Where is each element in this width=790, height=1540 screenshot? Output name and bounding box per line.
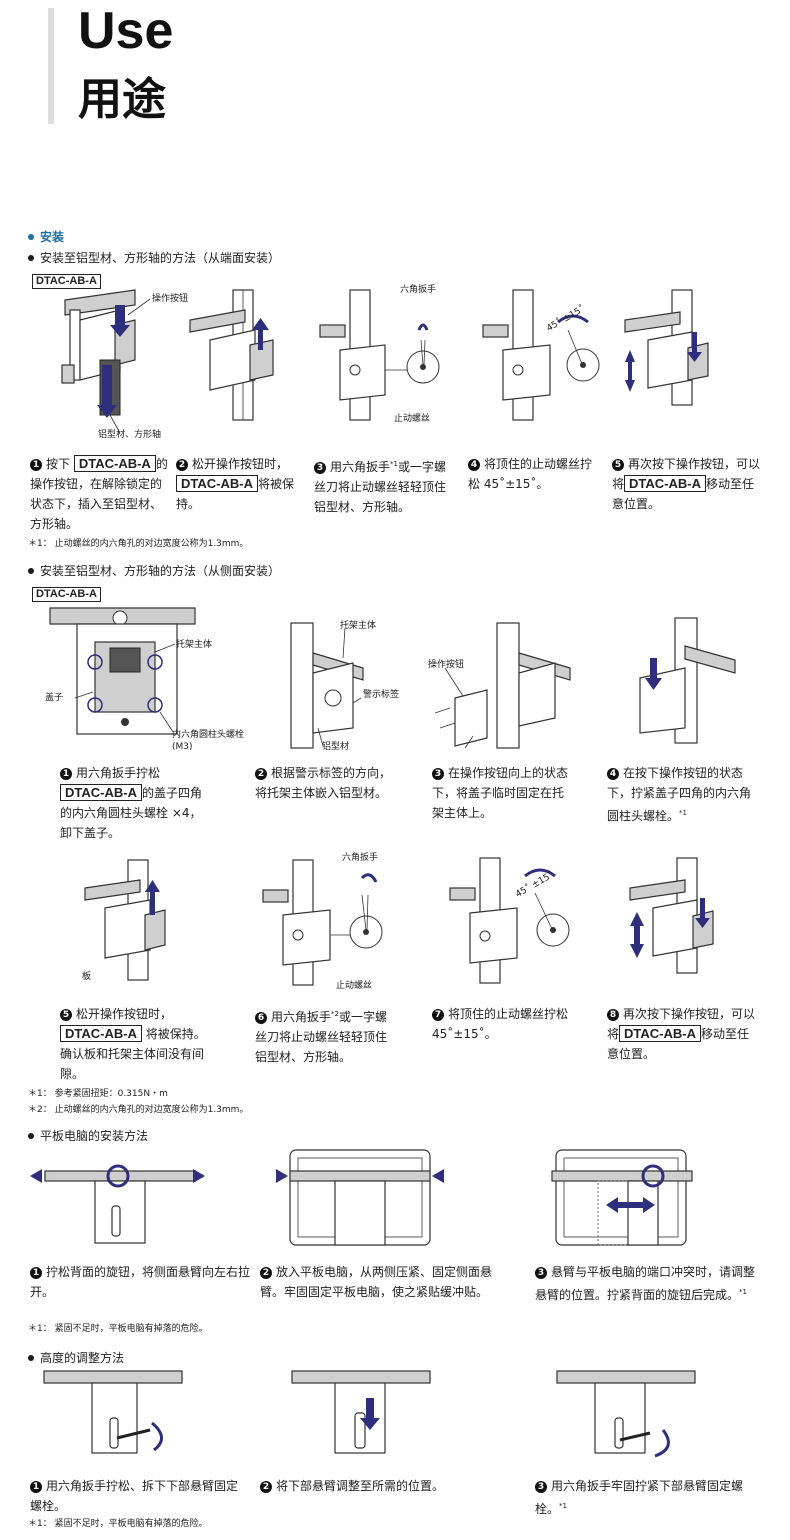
step-number-badge: 2 — [260, 1481, 272, 1493]
step-number-badge: 4 — [468, 459, 480, 471]
s1-figure-3 — [319, 289, 440, 421]
step-number-badge: 1 — [30, 1267, 42, 1279]
s4-footnote: ＊1： 紧固不足时，平板电脑有掉落的危险。 — [28, 1519, 208, 1529]
s2-label-warn: 警示标签 — [363, 690, 400, 700]
s2-label-bolt-size: (M3) — [172, 742, 193, 752]
step-number-badge: 1 — [30, 459, 42, 471]
s2-figure-2 — [290, 622, 364, 749]
step-number-badge: 6 — [255, 1012, 267, 1024]
s3-footnote: ＊1： 紧固不足时，平板电脑有掉落的危险。 — [28, 1324, 208, 1334]
step-number-badge: 3 — [535, 1267, 547, 1279]
s2-label-body2: 托架主体 — [340, 621, 377, 631]
header-accent-bar — [48, 8, 54, 124]
bullet-icon — [28, 233, 34, 240]
s1-figure-2 — [189, 289, 274, 421]
step-number-badge: 2 — [176, 459, 188, 471]
s1-footnote: ＊1： 止动螺丝的内六角孔的对边宽度公称为1.3mm。 — [28, 539, 249, 549]
step-number-badge: 5 — [612, 459, 624, 471]
step-number-badge: 3 — [314, 462, 326, 474]
step-number-badge: 3 — [535, 1481, 547, 1493]
s4-figure-3 — [556, 1370, 696, 1458]
s1-product-tag: DTAC-AB-A — [32, 269, 101, 289]
s1-figure-1 — [61, 289, 151, 434]
step-number-badge: 1 — [30, 1481, 42, 1493]
step-number-badge: 3 — [432, 768, 444, 780]
step-number-badge: 4 — [607, 768, 619, 780]
step-number-badge: 2 — [260, 1267, 272, 1279]
s1-label-profile: 铝型材、方形轴 — [98, 430, 162, 440]
step-number-badge: 2 — [255, 768, 267, 780]
page-title-en: Use — [78, 2, 174, 60]
s1-label-button: 操作按钮 — [152, 294, 189, 304]
s1-label-hex: 六角扳手 — [400, 285, 437, 295]
s2-figure-1 — [49, 607, 196, 735]
s4-heading: 高度的调整方法 — [28, 1350, 124, 1366]
bullet-icon — [28, 1132, 34, 1139]
s1-heading: 安装至铝型材、方形轴的方法（从端面安装） — [28, 250, 280, 266]
s3-figure-1 — [30, 1164, 205, 1244]
s4-figure-2 — [291, 1370, 431, 1454]
s2-product-tag: DTAC-AB-A — [32, 582, 101, 602]
s2-label-hex: 六角扳手 — [342, 853, 379, 863]
page-title-zh: 用途 — [78, 74, 166, 125]
s3-heading: 平板电脑的安装方法 — [28, 1128, 148, 1144]
s1-figure-4 — [482, 289, 600, 421]
step-number-badge: 8 — [607, 1009, 619, 1021]
s2-label-button: 操作按钮 — [428, 660, 465, 670]
s1-label-screw: 止动螺丝 — [394, 414, 431, 424]
s1-figure-5 — [624, 289, 709, 406]
s2-label-screw: 止动螺丝 — [336, 981, 373, 991]
step-number-badge: 1 — [60, 768, 72, 780]
s2-figure-4 — [639, 617, 736, 744]
s2-label-profile: 铝型材 — [322, 742, 350, 752]
s2-label-plate: 板 — [82, 972, 92, 982]
s2-label-bolt: 内六角圆柱头螺栓 — [172, 730, 245, 740]
s2-footnote-1: ＊1： 参考紧固扭矩：0.315N・m — [28, 1089, 168, 1099]
install-heading: 安装 — [28, 229, 64, 245]
s3-figure-3 — [551, 1149, 693, 1246]
step-number-badge: 7 — [432, 1009, 444, 1021]
bullet-icon — [28, 1354, 34, 1361]
bullet-icon — [28, 254, 34, 261]
s2-figure-5 — [84, 859, 166, 981]
s2-figure-3 — [434, 622, 571, 749]
s2-figure-6 — [262, 859, 383, 986]
s2-heading: 安装至铝型材、方形轴的方法（从侧面安装） — [28, 563, 280, 579]
bullet-icon — [28, 567, 34, 574]
s2-figure-7 — [449, 857, 570, 984]
s4-figure-1 — [43, 1370, 183, 1454]
s2-footnote-2: ＊2： 止动螺丝的内六角孔的对边宽度公称为1.3mm。 — [28, 1105, 249, 1115]
s3-figure-2 — [276, 1149, 444, 1246]
step-number-badge: 5 — [60, 1009, 72, 1021]
s2-figure-8 — [629, 857, 714, 974]
s2-label-body: 托架主体 — [176, 640, 213, 650]
s2-label-cover: 盖子 — [45, 693, 64, 703]
